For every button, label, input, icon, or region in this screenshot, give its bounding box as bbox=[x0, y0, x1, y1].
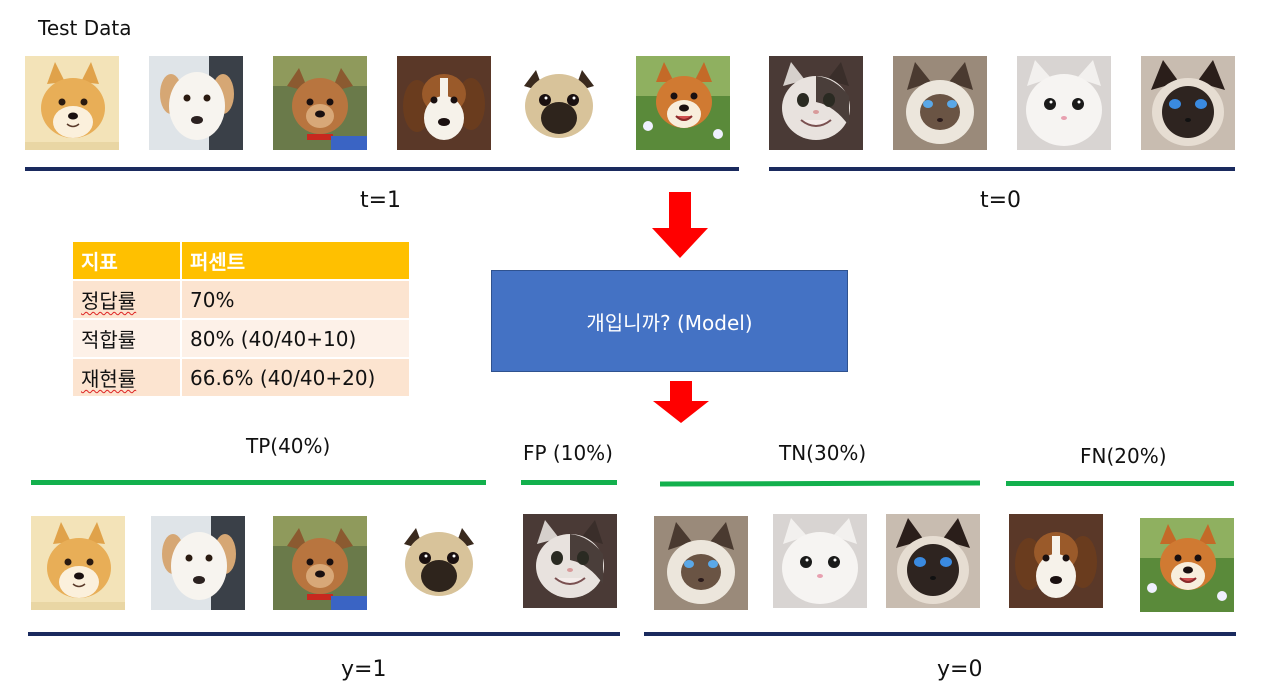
down-arrow-icon bbox=[653, 381, 709, 423]
table-row: 적합률 80% (40/40+10) bbox=[73, 319, 411, 359]
model-box: 개입니까? (Model) bbox=[491, 270, 848, 372]
beagle-dog-image bbox=[397, 56, 491, 150]
fp-divider bbox=[521, 480, 617, 485]
shiba-dog-image bbox=[25, 56, 119, 150]
table-cell: 정답률 bbox=[73, 280, 182, 320]
siamese-cat-image bbox=[893, 56, 987, 150]
fp-label: FP (10%) bbox=[523, 441, 613, 465]
table-header-row: 지표 퍼센트 bbox=[73, 242, 411, 281]
metric-table: 지표 퍼센트 정답률 70% 적합률 80% (40/40+10) 재현률 66… bbox=[73, 242, 411, 398]
tp-label: TP(40%) bbox=[246, 434, 331, 458]
white-dog-image bbox=[149, 56, 243, 150]
down-arrow-icon bbox=[652, 192, 708, 258]
t1-label: t=1 bbox=[360, 188, 402, 213]
pug-dog-image bbox=[512, 56, 606, 150]
fn-divider bbox=[1006, 481, 1234, 486]
white-cat-image bbox=[1017, 56, 1111, 150]
y0-divider bbox=[644, 632, 1236, 636]
shiba-smiling-dog-image bbox=[636, 56, 730, 150]
shiba-smiling-dog-image bbox=[1140, 518, 1234, 612]
dark-siamese-cat-image bbox=[886, 514, 980, 608]
table-cell: 80% (40/40+10) bbox=[181, 319, 411, 359]
pug-dog-image bbox=[392, 514, 486, 608]
tn-divider bbox=[659, 480, 981, 487]
white-dog-image bbox=[151, 516, 245, 610]
model-label: 개입니까? (Model) bbox=[586, 310, 753, 335]
metric-name: 재현률 bbox=[81, 367, 137, 391]
t0-divider bbox=[769, 167, 1235, 171]
test-data-label: Test Data bbox=[38, 16, 132, 40]
t1-divider bbox=[25, 167, 739, 171]
table-cell: 적합률 bbox=[73, 319, 182, 359]
y1-divider bbox=[28, 632, 620, 636]
y0-label: y=0 bbox=[937, 657, 983, 682]
siamese-cat-image bbox=[654, 516, 748, 610]
table-row: 정답률 70% bbox=[73, 280, 411, 320]
tp-divider bbox=[31, 480, 486, 485]
brown-puppy-image bbox=[273, 56, 367, 150]
t0-label: t=0 bbox=[980, 188, 1022, 213]
table-cell: 70% bbox=[181, 280, 411, 320]
metric-name: 적합률 bbox=[81, 328, 137, 352]
smiling-cat-image bbox=[769, 56, 863, 150]
dark-siamese-cat-image bbox=[1141, 56, 1235, 150]
table-cell: 재현률 bbox=[73, 358, 182, 398]
fn-label: FN(20%) bbox=[1080, 444, 1167, 468]
table-row: 재현률 66.6% (40/40+20) bbox=[73, 358, 411, 398]
metric-name: 정답률 bbox=[81, 289, 137, 313]
white-cat-image bbox=[773, 514, 867, 608]
table-cell: 66.6% (40/40+20) bbox=[181, 358, 411, 398]
y1-label: y=1 bbox=[341, 657, 387, 682]
beagle-dog-image bbox=[1009, 514, 1103, 608]
table-header-cell: 퍼센트 bbox=[181, 242, 411, 281]
table-header-cell: 지표 bbox=[73, 242, 182, 281]
shiba-dog-image bbox=[31, 516, 125, 610]
brown-puppy-image bbox=[273, 516, 367, 610]
tn-label: TN(30%) bbox=[779, 441, 867, 465]
smiling-cat-image bbox=[523, 514, 617, 608]
